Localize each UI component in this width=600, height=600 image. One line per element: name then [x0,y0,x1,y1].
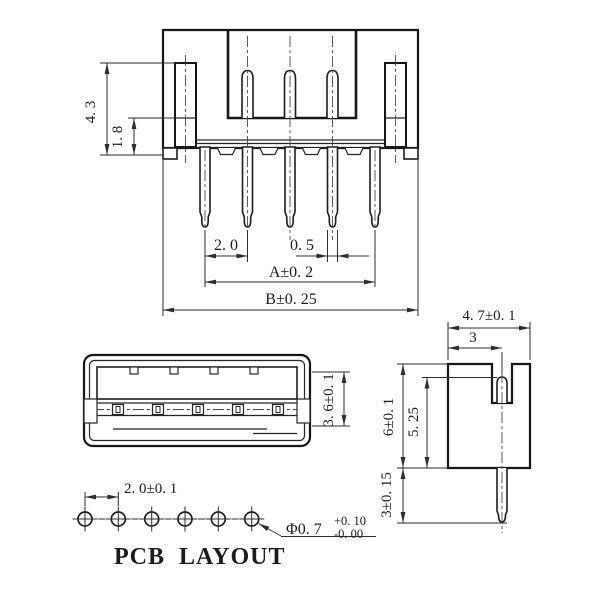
pin-section [271,403,285,416]
standoff-bump [259,147,279,156]
dim-opening-height-label: 3. 6±0. 1 [321,373,337,426]
pin-section [111,403,125,416]
pcb-layout: 2. 0±0. 1 Φ0. 7 +0. 10 -0. 00 PCB LAYOUT [72,481,376,570]
keying-notch [169,366,179,375]
pin-section [151,403,165,416]
hole [172,506,198,532]
keying-notch [209,366,219,375]
center-lines [185,36,396,240]
pin-section [191,403,205,416]
dim-hole-tol-plus-label: +0. 10 [334,514,366,528]
side-slot-left [83,398,98,424]
pcb-layout-caption: PCB LAYOUT [114,544,285,570]
dim-span-a-label: A±0. 2 [269,264,313,281]
hole [205,506,231,532]
bottom-view: 3. 6±0. 1 [82,353,350,448]
dim-pin-pitch-label: 2. 0 [214,237,238,254]
hole [239,506,265,532]
pin-rails [97,402,297,417]
housing-ear-right [403,147,419,160]
dim-base-height-label: 1. 8 [110,126,126,149]
front-view: 4. 3 1. 8 2. 0 0. 5 A±0. 2 B±0. 25 [83,28,420,316]
standoff-bump [216,147,237,156]
hole [72,506,98,532]
standoff-bump [301,147,322,156]
pin-section [231,403,245,416]
standoff-bump [344,147,364,156]
dim-hole-pitch-label: 2. 0±0. 1 [124,481,177,497]
bottom-view-dimension: 3. 6±0. 1 [312,371,350,427]
dim-body-height-label: 6±0. 1 [381,398,397,436]
front-view-dimensions: 4. 3 1. 8 2. 0 0. 5 A±0. 2 B±0. 25 [83,62,419,316]
dim-depth-label: 4. 7±0. 1 [462,308,515,324]
dim-total-height-label: 4. 3 [83,101,99,124]
hole-diameter-callout: Φ0. 7 +0. 10 -0. 00 [258,514,376,541]
keying-notch [249,366,259,375]
side-view-dimensions: 4. 7±0. 1 3 6±0. 1 5. 25 3±0. 15 [379,308,531,524]
hole [105,506,131,532]
hole-pitch-dimension: 2. 0±0. 1 [84,481,177,506]
dim-width-b-label: B±0. 25 [265,291,316,308]
dim-hole-tol-minus-label: -0. 00 [334,527,363,541]
mounting-holes [72,506,265,532]
base-strip [196,139,385,156]
side-slot-right [296,398,311,424]
dim-pin-width-label: 0. 5 [290,237,314,254]
side-view: 4. 7±0. 1 3 6±0. 1 5. 25 3±0. 15 [379,308,532,533]
dim-pin-length-label: 3±0. 15 [379,472,395,518]
keying-notch [129,366,139,375]
side-body [446,362,532,470]
bottom-steps [113,428,297,435]
dim-hole-diameter-label: Φ0. 7 [286,521,322,538]
hole [139,506,165,532]
bottom-outline [82,353,312,448]
pin-cross-sections [111,403,285,416]
dim-slot-offset-label: 3 [469,330,477,346]
cavity [96,366,298,400]
housing-ear-left [162,147,178,160]
dim-cavity-depth-label: 5. 25 [406,407,422,437]
